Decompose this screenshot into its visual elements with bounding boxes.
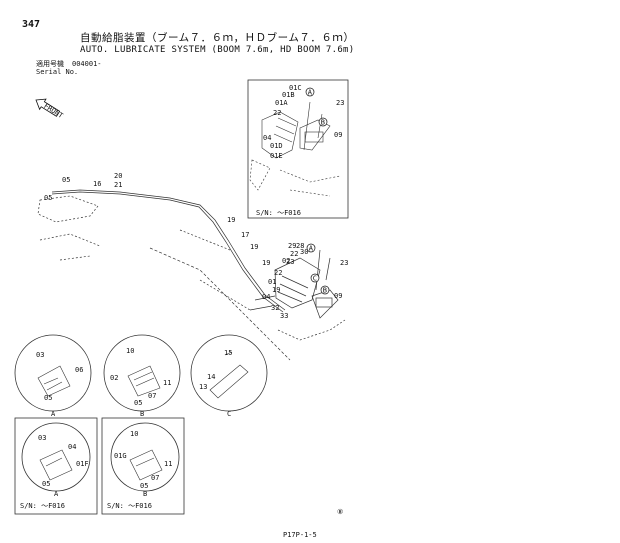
svg-text:20: 20 <box>114 172 122 180</box>
svg-text:23: 23 <box>336 99 344 107</box>
svg-text:03: 03 <box>38 434 46 442</box>
svg-text:A: A <box>51 410 56 418</box>
svg-text:14: 14 <box>207 373 215 381</box>
svg-text:05: 05 <box>42 480 50 488</box>
svg-text:06: 06 <box>75 366 83 374</box>
svg-text:A: A <box>308 89 313 97</box>
serial-label-english: Serial No. <box>36 68 79 76</box>
svg-text:23: 23 <box>340 259 348 267</box>
detail-view-a: 03 06 05 A <box>14 334 92 418</box>
svg-text:01E: 01E <box>270 152 283 160</box>
page-number: 347 <box>22 19 41 30</box>
svg-text:05: 05 <box>140 482 148 490</box>
svg-text:04: 04 <box>68 443 76 451</box>
svg-text:21: 21 <box>114 181 122 189</box>
svg-text:03: 03 <box>36 351 44 359</box>
svg-text:17: 17 <box>241 231 249 239</box>
main-assembly-labels: 05 05 20 16 21 19 17 19 19 22 04 32 33 0… <box>44 172 348 320</box>
svg-text:05: 05 <box>62 176 70 184</box>
svg-text:15: 15 <box>224 349 232 357</box>
svg-text:02: 02 <box>282 257 290 265</box>
svg-text:C: C <box>227 410 231 418</box>
front-arrow-icon: FRONT <box>35 98 65 120</box>
svg-text:07: 07 <box>151 474 159 482</box>
svg-text:05: 05 <box>44 394 52 402</box>
inset-top-labels: 01C 01B 01A 22 04 01D 01E A B 23 09 S/N:… <box>256 84 344 217</box>
bottom-view-a-frame <box>14 417 98 515</box>
document-code: P17P-1-5 <box>283 531 317 539</box>
svg-text:10: 10 <box>126 347 134 355</box>
bottom-view-b-frame <box>101 417 185 515</box>
svg-text:22: 22 <box>274 269 282 277</box>
svg-text:01G: 01G <box>114 452 127 460</box>
svg-text:01: 01 <box>268 278 276 286</box>
inset-top-serial-note: S/N: ～F016 <box>256 209 301 217</box>
title-japanese: 自動給脂装置（ブーム７．６ｍ，ＨＤブーム７．６ｍ） <box>80 32 355 44</box>
svg-text:32: 32 <box>271 304 279 312</box>
title-english: AUTO. LUBRICATE SYSTEM (BOOM 7.6m, HD BO… <box>80 45 355 55</box>
svg-text:S/N: ～F016: S/N: ～F016 <box>20 502 65 510</box>
detail-view-c: 15 14 13 C <box>190 334 268 418</box>
svg-text:19: 19 <box>272 286 280 294</box>
main-assembly-artwork <box>37 189 346 361</box>
svg-text:05: 05 <box>44 194 52 202</box>
serial-label-japanese: 適用号機 <box>36 60 64 68</box>
svg-text:09: 09 <box>334 131 342 139</box>
svg-text:02: 02 <box>110 374 118 382</box>
svg-text:19: 19 <box>262 259 270 267</box>
svg-text:01D: 01D <box>270 142 283 150</box>
svg-text:09: 09 <box>334 292 342 300</box>
svg-text:B: B <box>140 410 144 418</box>
svg-text:B: B <box>143 490 147 498</box>
svg-text:04: 04 <box>263 134 271 142</box>
svg-text:S/N: ～F016: S/N: ～F016 <box>107 502 152 510</box>
svg-text:B: B <box>323 287 327 295</box>
revision-symbol: ⑧ <box>337 508 343 516</box>
front-label: FRONT <box>42 102 65 120</box>
svg-text:22: 22 <box>273 109 281 117</box>
svg-text:01C: 01C <box>289 84 302 92</box>
inset-top-frame <box>247 79 349 219</box>
svg-text:30: 30 <box>300 248 308 256</box>
svg-text:01A: 01A <box>275 99 288 107</box>
svg-text:11: 11 <box>163 379 171 387</box>
bottom-view-a: 03 04 01F 05 A S/N: ～F016 <box>20 422 91 510</box>
svg-text:01F: 01F <box>76 460 89 468</box>
svg-text:19: 19 <box>250 243 258 251</box>
inset-top-artwork <box>249 101 341 197</box>
svg-text:10: 10 <box>130 430 138 438</box>
svg-text:05: 05 <box>134 399 142 407</box>
svg-text:16: 16 <box>93 180 101 188</box>
svg-text:C: C <box>313 275 317 283</box>
svg-text:07: 07 <box>148 392 156 400</box>
svg-text:01B: 01B <box>282 91 295 99</box>
svg-text:04: 04 <box>262 293 270 301</box>
svg-text:22: 22 <box>290 250 298 258</box>
svg-text:13: 13 <box>199 383 207 391</box>
svg-text:B: B <box>321 119 325 127</box>
svg-text:A: A <box>309 245 314 253</box>
serial-value: 004001- <box>72 60 102 68</box>
svg-text:33: 33 <box>280 312 288 320</box>
svg-text:11: 11 <box>164 460 172 468</box>
svg-text:23: 23 <box>286 258 294 266</box>
svg-text:28: 28 <box>296 242 304 250</box>
svg-text:29: 29 <box>288 242 296 250</box>
bottom-view-b: 10 01G 11 07 05 B S/N: ～F016 <box>107 422 180 510</box>
svg-text:A: A <box>54 490 59 498</box>
detail-view-b: 10 02 11 07 05 B <box>103 334 181 418</box>
svg-text:19: 19 <box>227 216 235 224</box>
